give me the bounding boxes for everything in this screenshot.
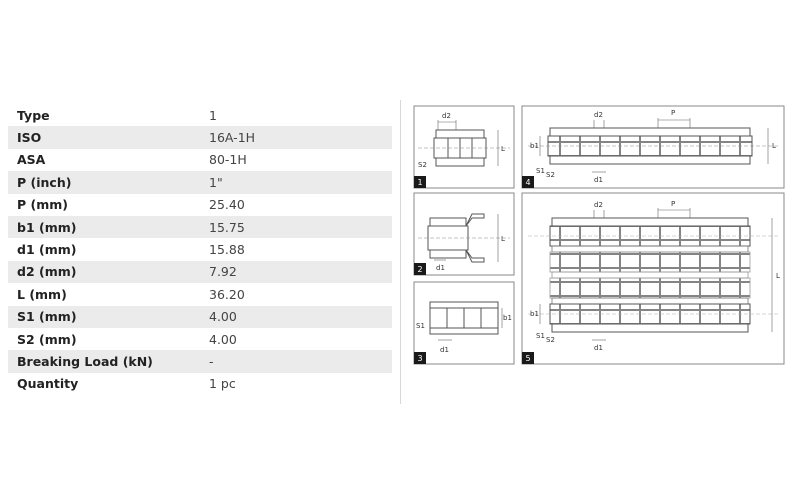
diagram-panel-4: P d2 L b1 S1 S2 d1 4: [521, 105, 785, 189]
spec-row-l: L (mm) 36.20: [8, 283, 392, 305]
spec-row-breaking-load: Breaking Load (kN) -: [8, 350, 392, 373]
spec-row-s1: S1 (mm) 4.00: [8, 305, 392, 328]
spec-label: P (inch): [17, 174, 72, 190]
spec-row-iso: ISO 16A-1H: [8, 126, 392, 149]
spec-value: 36.20: [209, 286, 245, 302]
spec-label: L (mm): [17, 286, 67, 302]
spec-row-p-inch: P (inch) 1": [8, 171, 392, 194]
diagram-panel-1: d2 L S2 1: [413, 105, 515, 189]
spec-value: 15.88: [209, 242, 245, 258]
dim-label-s1: S1: [416, 322, 425, 330]
spec-row-d2: d2 (mm) 7.92: [8, 260, 392, 284]
dim-label-p: P: [671, 109, 675, 117]
dim-label-l: L: [501, 235, 505, 243]
panel-number: 5: [525, 354, 530, 363]
spec-row-asa: ASA 80-1H: [8, 149, 392, 171]
spec-value: 80-1H: [209, 152, 247, 168]
diagram-panel-2: L d1 2: [413, 192, 515, 276]
dim-label-b1: b1: [530, 310, 539, 318]
diagram-panel-3: b1 S1 d1 3: [413, 281, 515, 365]
spec-value: 7.92: [209, 264, 237, 280]
dim-label-d1: d1: [594, 344, 603, 352]
spec-row-d1: d1 (mm) 15.88: [8, 238, 392, 260]
spec-label: Breaking Load (kN): [17, 353, 153, 369]
dim-label-d1: d1: [440, 346, 449, 354]
spec-value: 1: [209, 107, 217, 123]
spec-value: 16A-1H: [209, 130, 256, 146]
chain-diagrams: d2 L S2 1 L d1 2 b1 S1 d1 3: [413, 105, 785, 365]
spec-label: Quantity: [17, 376, 79, 392]
dim-label-b1: b1: [530, 142, 539, 150]
spec-label: P (mm): [17, 197, 68, 213]
divider: [400, 100, 401, 404]
spec-value: 25.40: [209, 197, 245, 213]
spec-label: d1 (mm): [17, 242, 77, 258]
panel-number: 1: [417, 178, 422, 187]
spec-value: 15.75: [209, 219, 245, 235]
dim-label-s2: S2: [546, 171, 555, 179]
dim-label-l: L: [501, 145, 505, 153]
spec-value: 1 pc: [209, 376, 236, 392]
spec-value: 4.00: [209, 309, 237, 325]
spec-row-p-mm: P (mm) 25.40: [8, 194, 392, 216]
dim-label-l: L: [776, 272, 780, 280]
spec-value: 1": [209, 174, 223, 190]
spec-table: Type 1 ISO 16A-1H ASA 80-1H P (inch) 1" P (m…: [8, 104, 392, 395]
panel-number: 4: [525, 178, 530, 187]
spec-row-s2: S2 (mm) 4.00: [8, 328, 392, 350]
spec-row-type: Type 1: [8, 104, 392, 126]
spec-label: b1 (mm): [17, 219, 77, 235]
spec-value: 4.00: [209, 331, 237, 347]
dim-label-d1: d1: [436, 264, 445, 272]
dim-label-s1: S1: [536, 167, 545, 175]
spec-label: ISO: [17, 130, 42, 146]
spec-label: Type: [17, 107, 50, 123]
spec-value: -: [209, 353, 214, 369]
spec-label: d2 (mm): [17, 264, 77, 280]
diagram-panel-5: P d2 L b1 S1 S2 d1 5: [521, 192, 785, 365]
dim-label-s1: S1: [536, 332, 545, 340]
spec-label: S2 (mm): [17, 331, 77, 347]
dim-label-d2: d2: [594, 201, 603, 209]
spec-row-quantity: Quantity 1 pc: [8, 373, 392, 395]
dim-label-s2: S2: [418, 161, 427, 169]
spec-label: S1 (mm): [17, 309, 77, 325]
dim-label-d2: d2: [594, 111, 603, 119]
panel-number: 3: [417, 354, 422, 363]
dim-label-p: P: [671, 200, 675, 208]
dim-label-d1: d1: [594, 176, 603, 184]
dim-label-d2: d2: [442, 112, 451, 120]
dim-label-b1: b1: [503, 314, 512, 322]
dim-label-s2: S2: [546, 336, 555, 344]
dim-label-l: L: [772, 142, 776, 150]
panel-number: 2: [417, 265, 422, 274]
spec-label: ASA: [17, 152, 46, 168]
spec-row-b1: b1 (mm) 15.75: [8, 215, 392, 239]
